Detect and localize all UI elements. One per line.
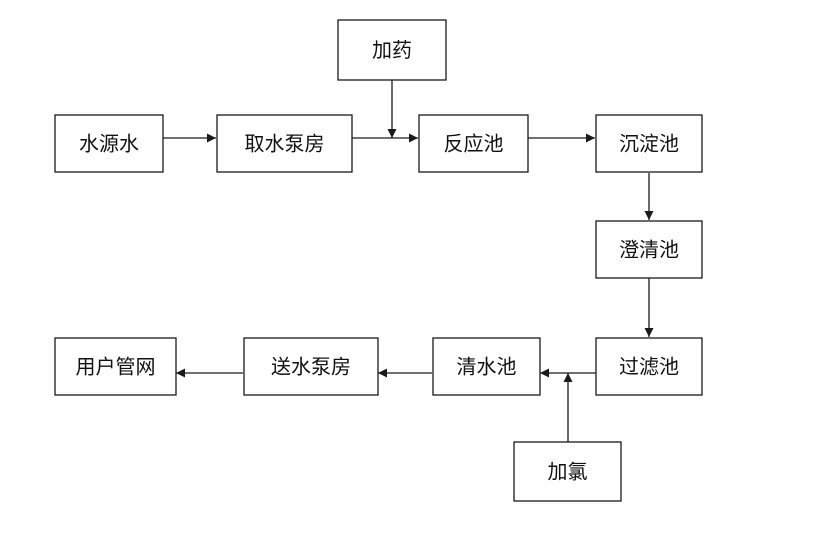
flow-arrows xyxy=(163,80,654,442)
node-clear-water-tank: 清水池 xyxy=(432,337,541,396)
node-add-chemical-label: 加药 xyxy=(372,38,412,62)
node-user-pipe-network: 用户管网 xyxy=(54,337,177,396)
node-reaction-tank-label: 反应池 xyxy=(444,132,504,156)
node-intake-pump-house: 取水泵房 xyxy=(216,114,353,173)
node-user-pipe-network-label: 用户管网 xyxy=(76,355,156,379)
node-sedimentation-tank: 沉淀池 xyxy=(595,114,703,173)
node-delivery-pump-house-label: 送水泵房 xyxy=(271,355,351,379)
node-reaction-tank: 反应池 xyxy=(418,114,529,173)
node-intake-pump-house-label: 取水泵房 xyxy=(245,132,325,156)
node-source-water: 水源水 xyxy=(54,114,164,173)
node-filter-tank-label: 过滤池 xyxy=(619,355,679,379)
node-add-chlorine: 加氯 xyxy=(513,441,622,502)
node-sedimentation-tank-label: 沉淀池 xyxy=(619,132,679,156)
node-filter-tank: 过滤池 xyxy=(595,337,703,396)
node-delivery-pump-house: 送水泵房 xyxy=(243,337,379,396)
node-clarifier-label: 澄清池 xyxy=(619,238,679,262)
node-clear-water-tank-label: 清水池 xyxy=(457,355,517,379)
node-clarifier: 澄清池 xyxy=(595,220,703,279)
node-add-chlorine-label: 加氯 xyxy=(548,460,588,484)
node-source-water-label: 水源水 xyxy=(79,132,139,156)
node-add-chemical: 加药 xyxy=(337,19,447,81)
